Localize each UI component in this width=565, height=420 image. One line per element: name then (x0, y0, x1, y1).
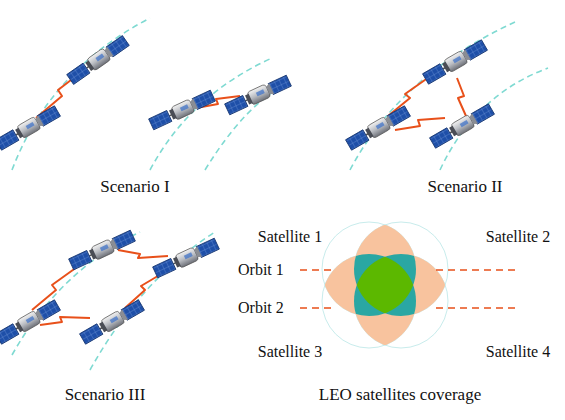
caption-label: Scenario II (427, 177, 502, 197)
orbit-arc (12, 18, 548, 370)
caption-label: Satellite 1 (258, 228, 322, 246)
caption-label: Scenario I (100, 177, 169, 197)
caption-label: Satellite 3 (258, 343, 322, 361)
caption-label: Orbit 2 (238, 299, 284, 317)
caption-label: Satellite 2 (486, 228, 550, 246)
caption-label: LEO satellites coverage (319, 385, 481, 405)
caption-label: Scenario III (65, 385, 146, 405)
caption-label: Satellite 4 (486, 343, 550, 361)
caption-label: Orbit 1 (238, 261, 284, 279)
coverage-map (300, 222, 515, 348)
